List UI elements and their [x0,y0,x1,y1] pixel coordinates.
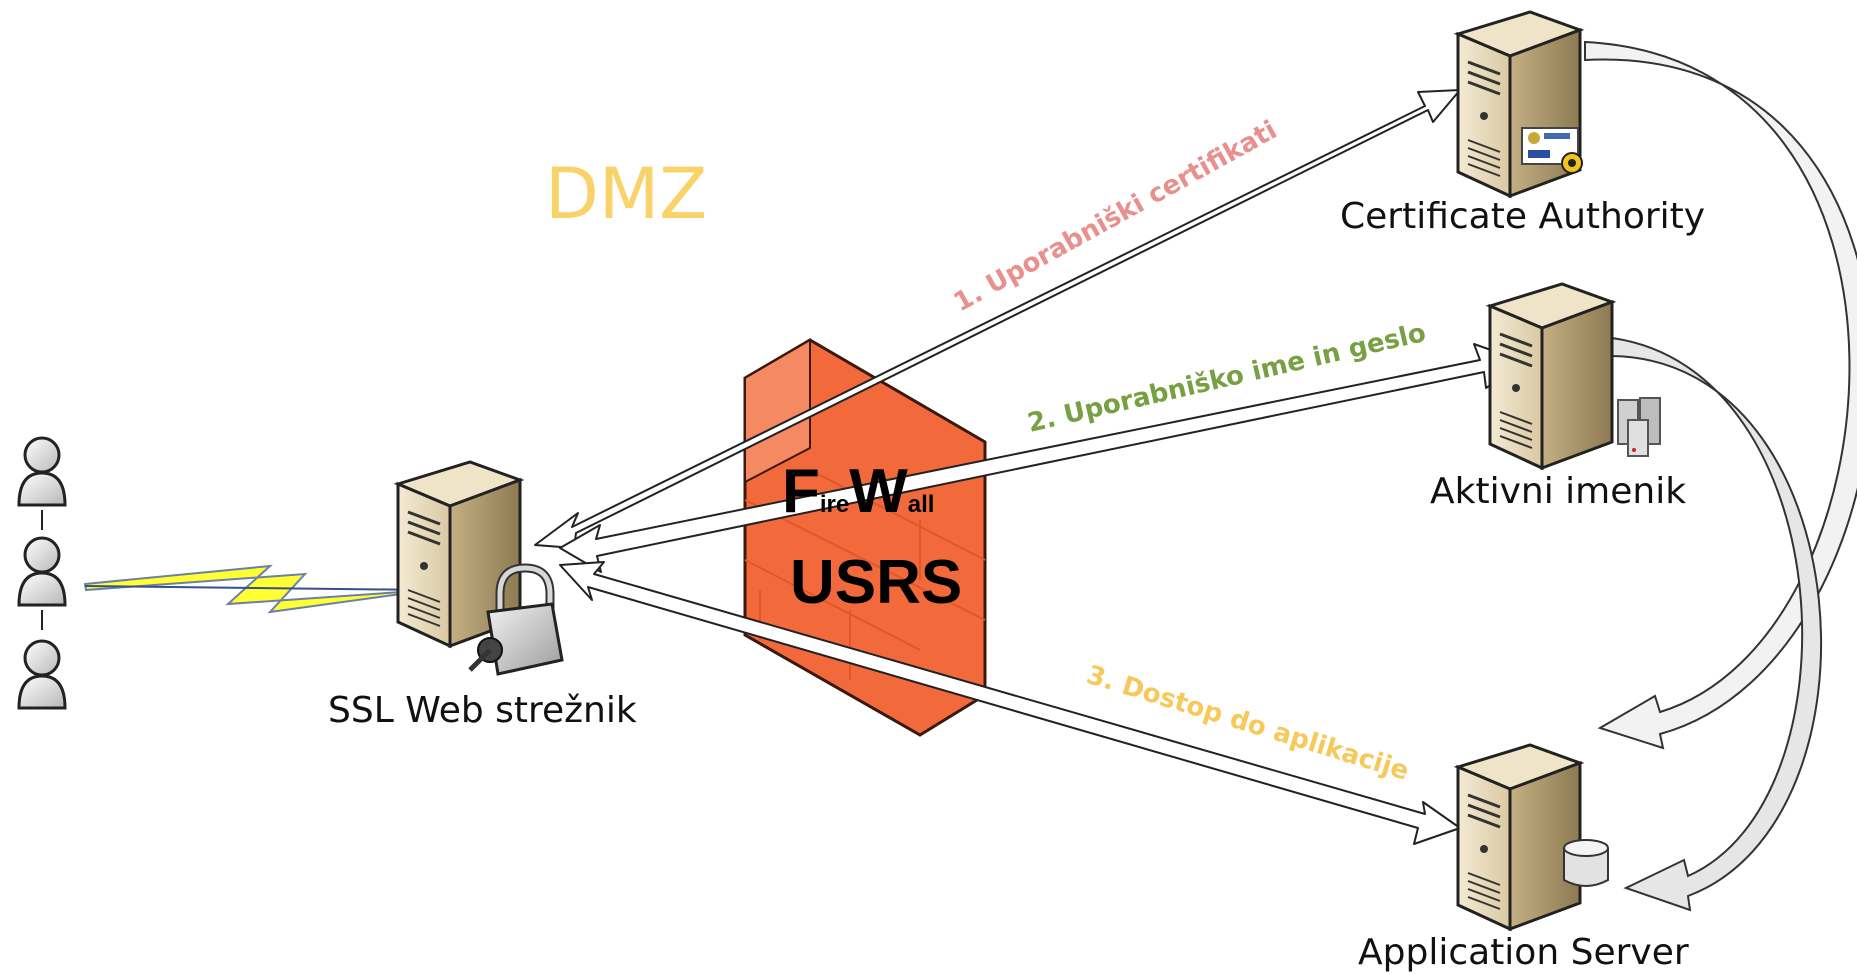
firewall-title-ire: ire [820,491,849,518]
directory-icon [1617,397,1661,457]
certificate-authority-label: Certificate Authority [1340,196,1705,237]
firewall-title: FireWall USRS [782,457,962,617]
user-icon [17,436,67,507]
application-server-label: Application Server [1358,932,1689,973]
users-group [17,436,67,710]
firewall-name: USRS [790,548,962,617]
flow-label-certificates: 1. Uporabniški certifikati [949,115,1282,318]
flow-arrow-application [559,561,1461,845]
flow-arrow-credentials [559,343,1526,573]
wireless-link-icon [83,564,431,614]
server-directory-icon [1488,282,1614,470]
padlock-icon [468,563,564,676]
database-icon [1563,839,1609,887]
firewall-title-f: F [782,457,820,526]
server-database-icon [1456,743,1582,931]
user-icon [17,639,67,710]
application-server: Application Server [1358,743,1689,973]
certificate-icon [1521,127,1583,174]
server-certificate-icon [1456,10,1582,198]
user-icon [17,536,67,607]
firewall-title-all: all [908,491,935,518]
ssl-web-server-label: SSL Web strežnik [328,690,637,731]
certificate-authority: Certificate Authority [1340,10,1705,237]
backend-curved-arrows [1584,40,1857,912]
active-directory-label: Aktivni imenik [1430,471,1686,512]
ssl-web-server: SSL Web strežnik [328,460,637,731]
dmz-zone-label: DMZ [545,153,707,235]
svg-text:FireWall: FireWall [782,457,934,526]
active-directory: Aktivni imenik [1430,282,1686,512]
firewall-title-w: W [849,457,908,526]
